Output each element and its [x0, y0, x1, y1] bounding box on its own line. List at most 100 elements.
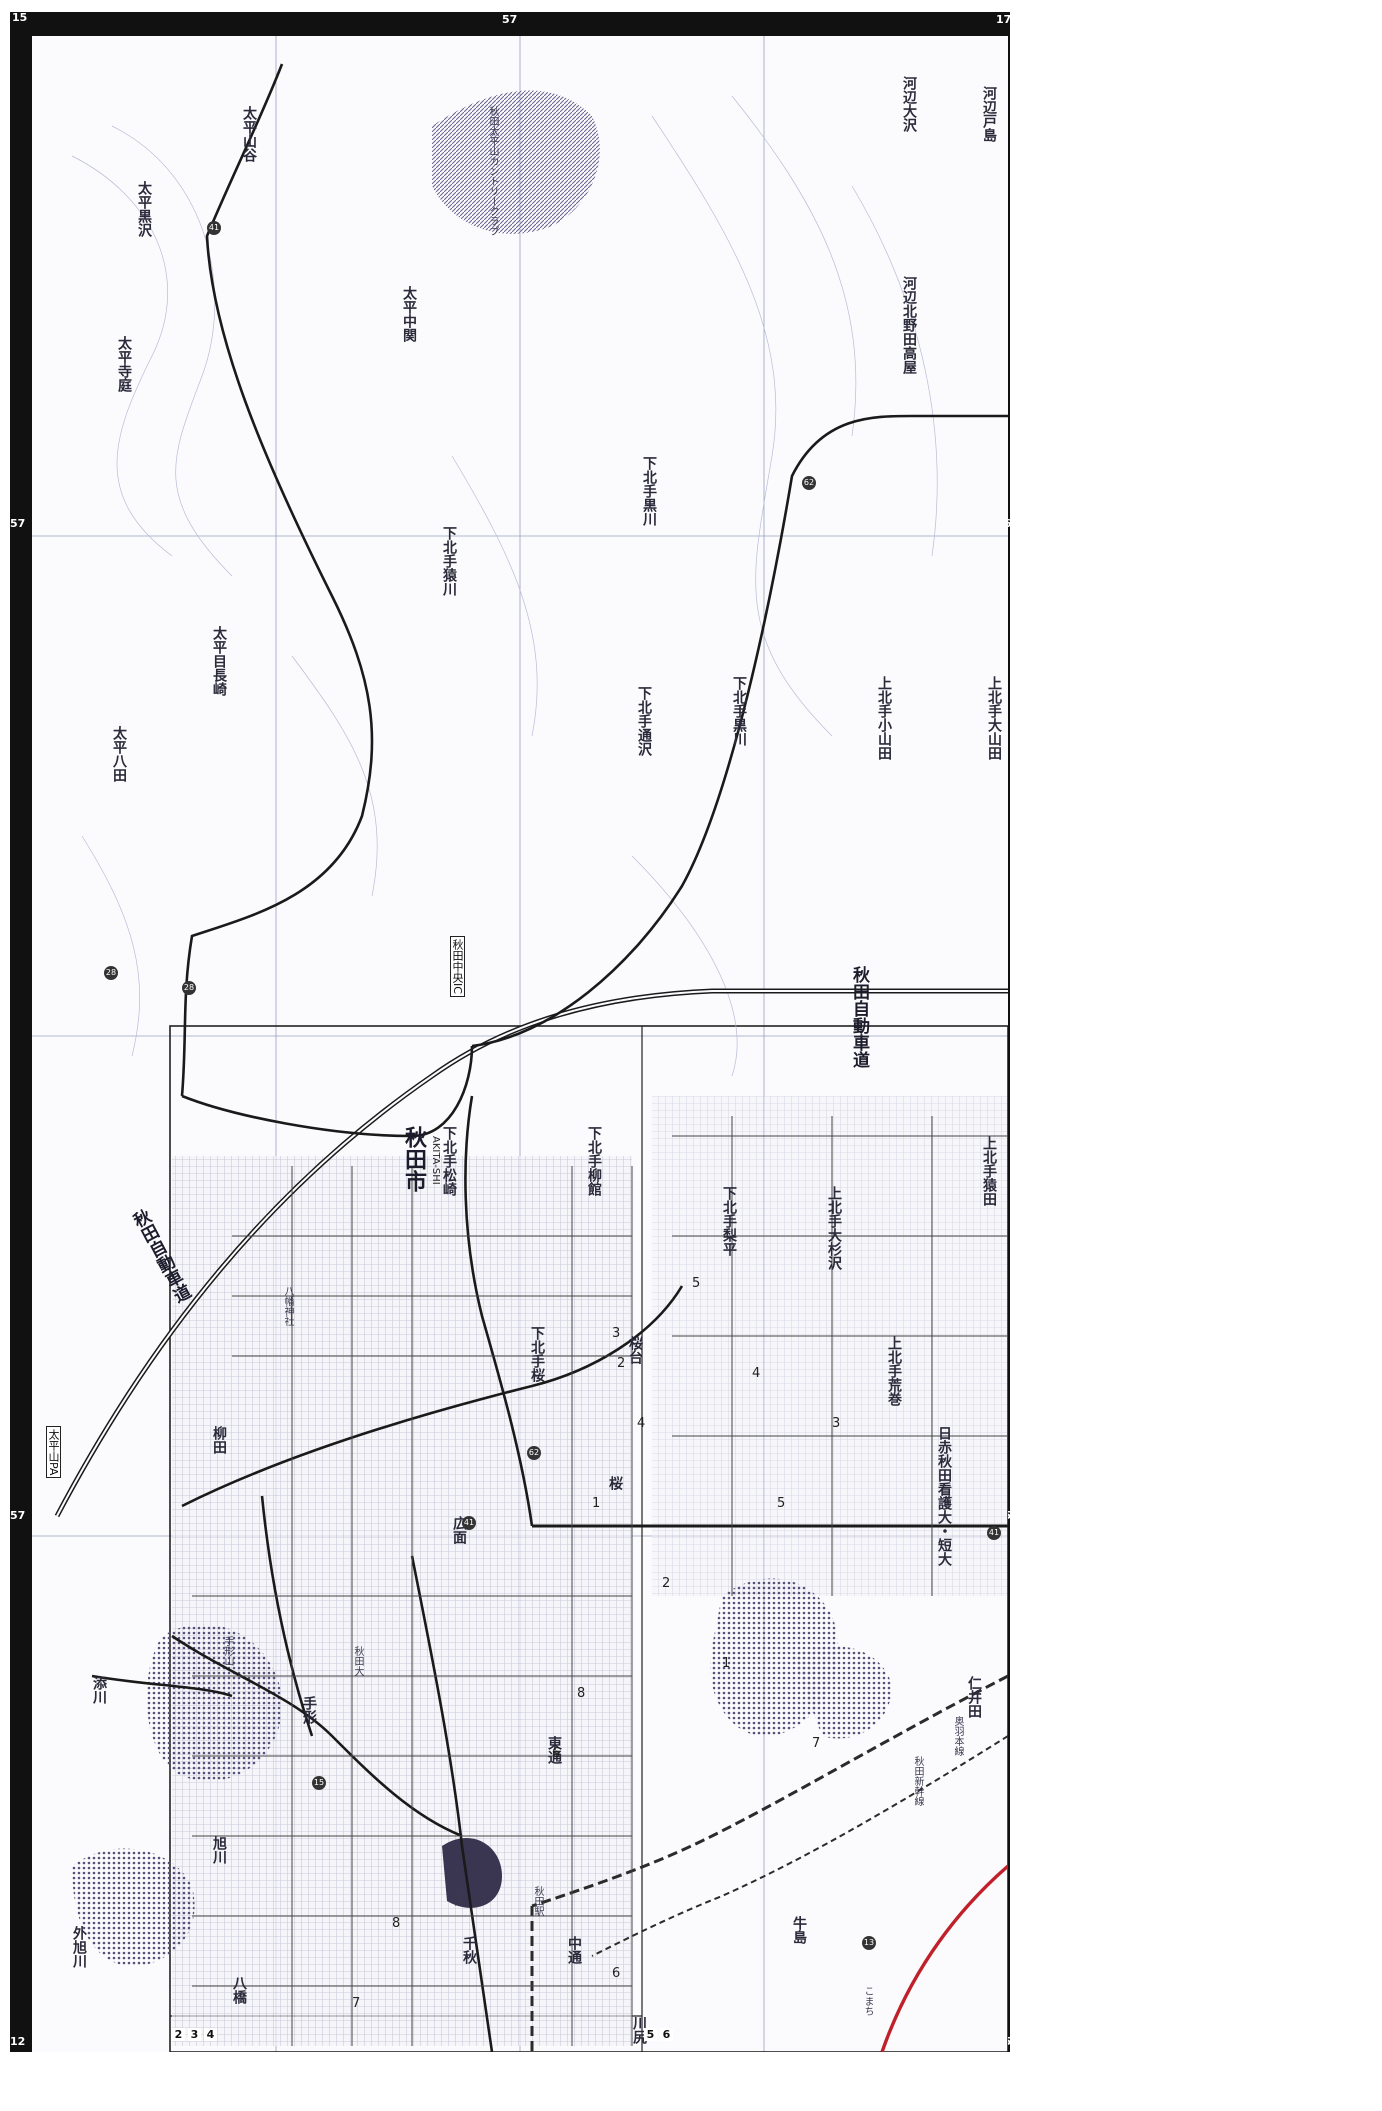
label-city: 秋田市 [401, 1126, 426, 1192]
label-senshu-park: 千秋公園 [452, 1866, 463, 1906]
label-kawabe-ozawa: 河辺大沢 [901, 76, 917, 132]
label-ushijima: 牛島 [791, 1916, 807, 1944]
route-shield-15: 15 [312, 1776, 326, 1790]
corner-number-top-right: 17 [996, 13, 1012, 26]
grid-number-left-mid: 57 [10, 517, 26, 530]
label-kami-kitate-oyamada: 上北手大山田 [986, 676, 1002, 760]
label-shimo-kitate-kurogawa: 下北手黒川 [641, 456, 657, 526]
block-digit: 5 [692, 1276, 701, 1291]
block-digit: 8 [392, 1916, 401, 1931]
label-yanagida: 柳田 [211, 1426, 227, 1454]
label-shinkansen: 秋田新幹線 [912, 1756, 923, 1806]
label-shimo-kitate-nashihira: 下北手梨平 [721, 1186, 737, 1256]
pa-label[interactable]: 太平山PA [46, 1426, 61, 1479]
label-kawashiri: 川尻 [631, 2016, 647, 2044]
route-shield-13: 13 [862, 1936, 876, 1950]
label-station-akita: 秋田駅 [532, 1886, 543, 1916]
label-akita-univ: 秋田大 [352, 1646, 363, 1676]
label-senshu: 千秋 [461, 1936, 477, 1964]
label-kawabe-toda: 河辺戸島 [981, 86, 997, 142]
block-digit: 3 [832, 1416, 841, 1431]
label-kawabe-kitano: 河辺北野田高屋 [901, 276, 917, 374]
label-sakuradai: 桜台 [627, 1336, 643, 1364]
grid-number-top: 57 [502, 13, 518, 26]
route-shield-41-city: 41 [462, 1516, 476, 1530]
label-tegata: 手形 [301, 1696, 317, 1724]
block-digit: 8 [577, 1686, 586, 1701]
corner-number-bottom-left: 12 [10, 2035, 26, 2048]
block-digit: 2 [617, 1356, 626, 1371]
route-shield-62-city: 62 [527, 1446, 541, 1460]
label-kami-kitate-koyamada: 上北手小山田 [876, 676, 892, 760]
block-digit: 4 [752, 1366, 761, 1381]
label-sakura: 桜 [607, 1476, 623, 1490]
route-shield-41-east: 41 [987, 1526, 1001, 1540]
map-frame: 15 12 17 15 57 57 57 16 15 13 [10, 11, 1012, 2052]
block-digit: 4 [637, 1416, 646, 1431]
label-shimo-kitate-yanagidate: 下北手柳館 [586, 1126, 602, 1196]
block-digit: 2 [662, 1576, 671, 1591]
label-taihei-teraniwa: 太平寺庭 [116, 336, 132, 392]
block-digit: 7 [352, 1996, 361, 2011]
label-nakadori: 中通 [566, 1936, 582, 1964]
panel-number-6: 6 [660, 2028, 673, 2041]
label-kami-kitate-sarutagawa: 上北手猿田 [981, 1136, 997, 1206]
label-city-en: AKITA-SHI [430, 1136, 441, 1185]
label-sekigane: 添川 [91, 1676, 107, 1704]
label-soto-asahikawa: 外旭川 [71, 1926, 87, 1968]
panel-number-2: 2 [172, 2028, 185, 2041]
panel-number-4: 4 [204, 2028, 217, 2041]
label-komachi: こまち [862, 1986, 873, 2016]
contours [71, 95, 938, 1077]
panel-number-5: 5 [644, 2028, 657, 2041]
forest-tegatayama [146, 1624, 283, 1782]
label-taihei-megasaki: 太平目長崎 [211, 626, 227, 696]
ic-label[interactable]: 秋田中央IC [450, 936, 465, 997]
railways [530, 1674, 1008, 2052]
label-asahikawa: 旭川 [211, 1836, 227, 1864]
label-kami-kitate-osugisawa: 上北手大杉沢 [826, 1186, 842, 1270]
corner-number-top-left: 15 [12, 11, 28, 24]
label-niida: 仁井田 [966, 1676, 982, 1718]
block-digit: 6 [612, 1966, 621, 1981]
label-higashidori: 東通 [546, 1736, 562, 1764]
akita-expressway [54, 988, 1008, 1518]
panel-number-3: 3 [188, 2028, 201, 2041]
label-kami-kitate-hyakuzaki: 上北手荒巻 [886, 1336, 902, 1406]
label-shimo-kitate-kurogawa-2: 下北手黒川 [731, 676, 747, 746]
grid-number-left-low: 57 [10, 1509, 26, 1522]
label-taihei-yamaya: 太平山谷 [241, 106, 257, 162]
label-shimo-kitate-sakura: 下北手桜 [529, 1326, 545, 1382]
golf-course-area [432, 90, 600, 234]
minor-roads [192, 1116, 1008, 2046]
map-vector-layer [32, 36, 1008, 2052]
block-digit: 7 [812, 1736, 821, 1751]
main-roads [91, 63, 1008, 2052]
label-taihei-kurosawa: 太平黒沢 [136, 181, 152, 237]
forest-senshu [72, 1848, 195, 1967]
map-canvas[interactable]: 太平山谷 太平黒沢 太平寺庭 太平中関 太平目長崎 太平八田 秋田太平山カントリ… [32, 36, 1008, 2052]
route-shield-28-south: 28 [182, 981, 196, 995]
label-golf-club: 秋田太平山カントリークラブ [487, 106, 498, 236]
label-yabase: 八橋 [231, 1976, 247, 2004]
forest-south [710, 1578, 839, 1737]
label-shimo-kitate-ubasawa: 下北手通沢 [636, 686, 652, 756]
block-digit: 3 [612, 1326, 621, 1341]
route-shield-62: 62 [802, 476, 816, 490]
label-nippon-red-cross: 日赤秋田看護大・短大 [936, 1426, 952, 1566]
label-shimo-kitate-inagawa: 下北手猿川 [441, 526, 457, 596]
label-hachiman: 八幡神社 [282, 1286, 293, 1326]
label-taihei-yata: 太平八田 [111, 726, 127, 782]
urban-area [172, 1156, 632, 2046]
block-digit: 1 [592, 1496, 601, 1511]
route-shield-28: 28 [104, 966, 118, 980]
label-taihei-nakano: 太平中関 [401, 286, 417, 342]
route-shield-41-north: 41 [207, 221, 221, 235]
block-digit: 1 [722, 1656, 731, 1671]
label-expressway-right: 秋田自動車道 [849, 966, 869, 1068]
city-inset-border [169, 1025, 1008, 2052]
block-digit: 5 [777, 1496, 786, 1511]
block-digit: 6 [552, 1746, 561, 1761]
label-ou-line: 奥羽本線 [952, 1716, 963, 1756]
